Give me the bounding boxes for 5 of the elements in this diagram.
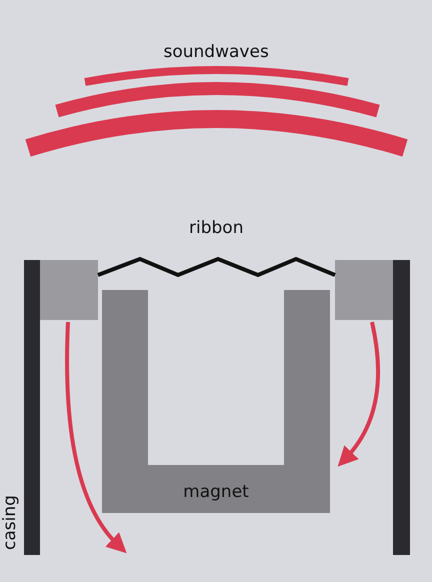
magnet-label: magnet bbox=[182, 484, 250, 501]
ribbon-label: ribbon bbox=[189, 220, 244, 237]
soundwaves-label: soundwaves bbox=[164, 44, 269, 61]
casing-label: casing bbox=[2, 495, 19, 550]
magnet-shape bbox=[102, 290, 330, 513]
